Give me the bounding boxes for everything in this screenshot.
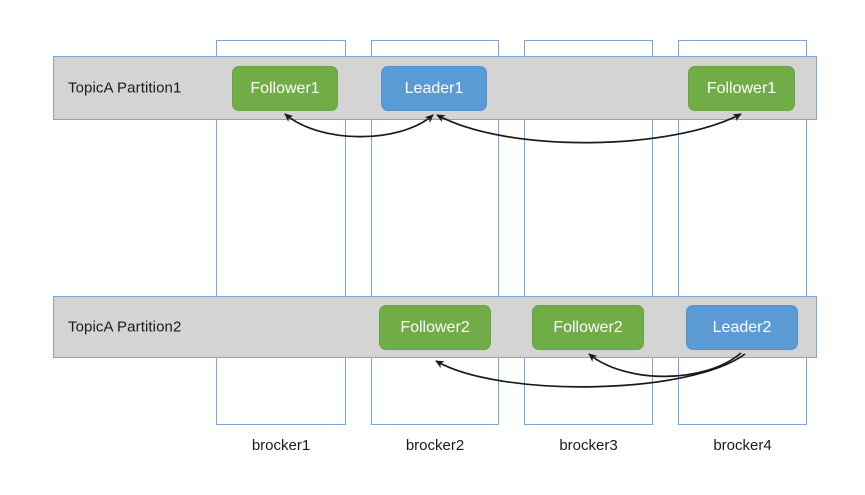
broker-caption-label: brocker4 xyxy=(713,437,772,454)
broker-caption-label: brocker3 xyxy=(559,437,618,454)
broker-caption-label: brocker1 xyxy=(251,437,311,454)
broker-caption-brocker1: brocker1 xyxy=(216,437,346,454)
broker-column-brocker3 xyxy=(524,40,653,425)
partition-label-partition2: TopicA Partition2 xyxy=(68,318,182,336)
replica-node-p1-b2[interactable]: Leader1 xyxy=(381,66,487,111)
replica-node-label: Leader1 xyxy=(404,79,464,97)
replica-node-label: Follower1 xyxy=(250,79,320,97)
broker-caption-brocker3: brocker3 xyxy=(524,437,653,454)
replica-node-label: Follower2 xyxy=(553,318,623,336)
partition-label-partition1: TopicA Partition1 xyxy=(68,79,182,97)
replica-node-p2-b2[interactable]: Follower2 xyxy=(379,305,491,350)
broker-column-brocker4 xyxy=(678,40,807,425)
replica-node-p2-b3[interactable]: Follower2 xyxy=(532,305,644,350)
replica-node-label: Follower1 xyxy=(706,79,777,97)
replica-node-p1-b1[interactable]: Follower1 xyxy=(232,66,338,111)
broker-caption-brocker4: brocker4 xyxy=(678,437,807,454)
replica-node-label: Leader2 xyxy=(712,318,772,336)
replica-node-p2-b4[interactable]: Leader2 xyxy=(686,305,798,350)
broker-caption-label: brocker2 xyxy=(405,437,465,454)
broker-column-brocker1 xyxy=(216,40,346,425)
replica-node-label: Follower2 xyxy=(400,318,470,336)
broker-column-brocker2 xyxy=(371,40,499,425)
broker-caption-brocker2: brocker2 xyxy=(371,437,499,454)
replica-node-p1-b4[interactable]: Follower1 xyxy=(688,66,795,111)
